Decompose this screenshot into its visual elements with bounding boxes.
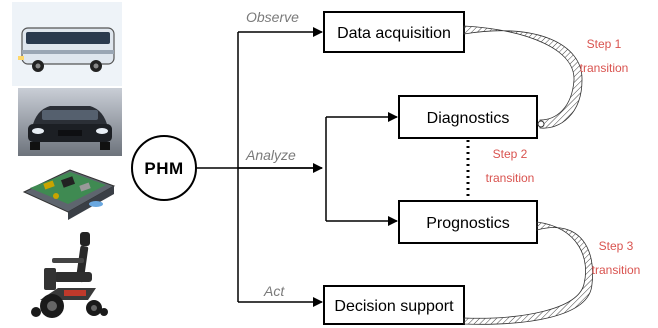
diagnostics-label: Diagnostics xyxy=(427,110,510,127)
data-acquisition-box: Data acquisition xyxy=(323,11,465,53)
act-label: Act xyxy=(263,283,285,299)
step3-transition-band xyxy=(463,221,594,325)
step3-title: Step 3 xyxy=(599,239,634,253)
step3-subtitle: transition xyxy=(592,263,641,277)
phm-label: PHM xyxy=(144,159,183,178)
wheelchair-image xyxy=(18,222,128,326)
decision-support-box: Decision support xyxy=(323,285,465,325)
decision-support-label: Decision support xyxy=(334,298,454,315)
bus-image xyxy=(12,2,122,86)
electronics-board-image xyxy=(18,156,122,222)
diagnostics-box: Diagnostics xyxy=(398,95,538,139)
phm-hub: PHM xyxy=(131,135,197,201)
prognostics-label: Prognostics xyxy=(426,215,510,232)
step1-end-dot xyxy=(537,120,545,128)
observe-label: Observe xyxy=(246,9,299,25)
step2-subtitle: transition xyxy=(486,171,535,185)
analyze-label: Analyze xyxy=(245,147,296,163)
step2-title: Step 2 xyxy=(493,147,528,161)
prognostics-box: Prognostics xyxy=(398,200,538,244)
connector-lines xyxy=(196,27,398,307)
data-acquisition-label: Data acquisition xyxy=(337,25,451,42)
step1-title: Step 1 xyxy=(587,37,622,51)
car-image xyxy=(18,88,122,156)
step1-transition-band xyxy=(463,25,583,129)
step1-subtitle: transition xyxy=(580,61,629,75)
